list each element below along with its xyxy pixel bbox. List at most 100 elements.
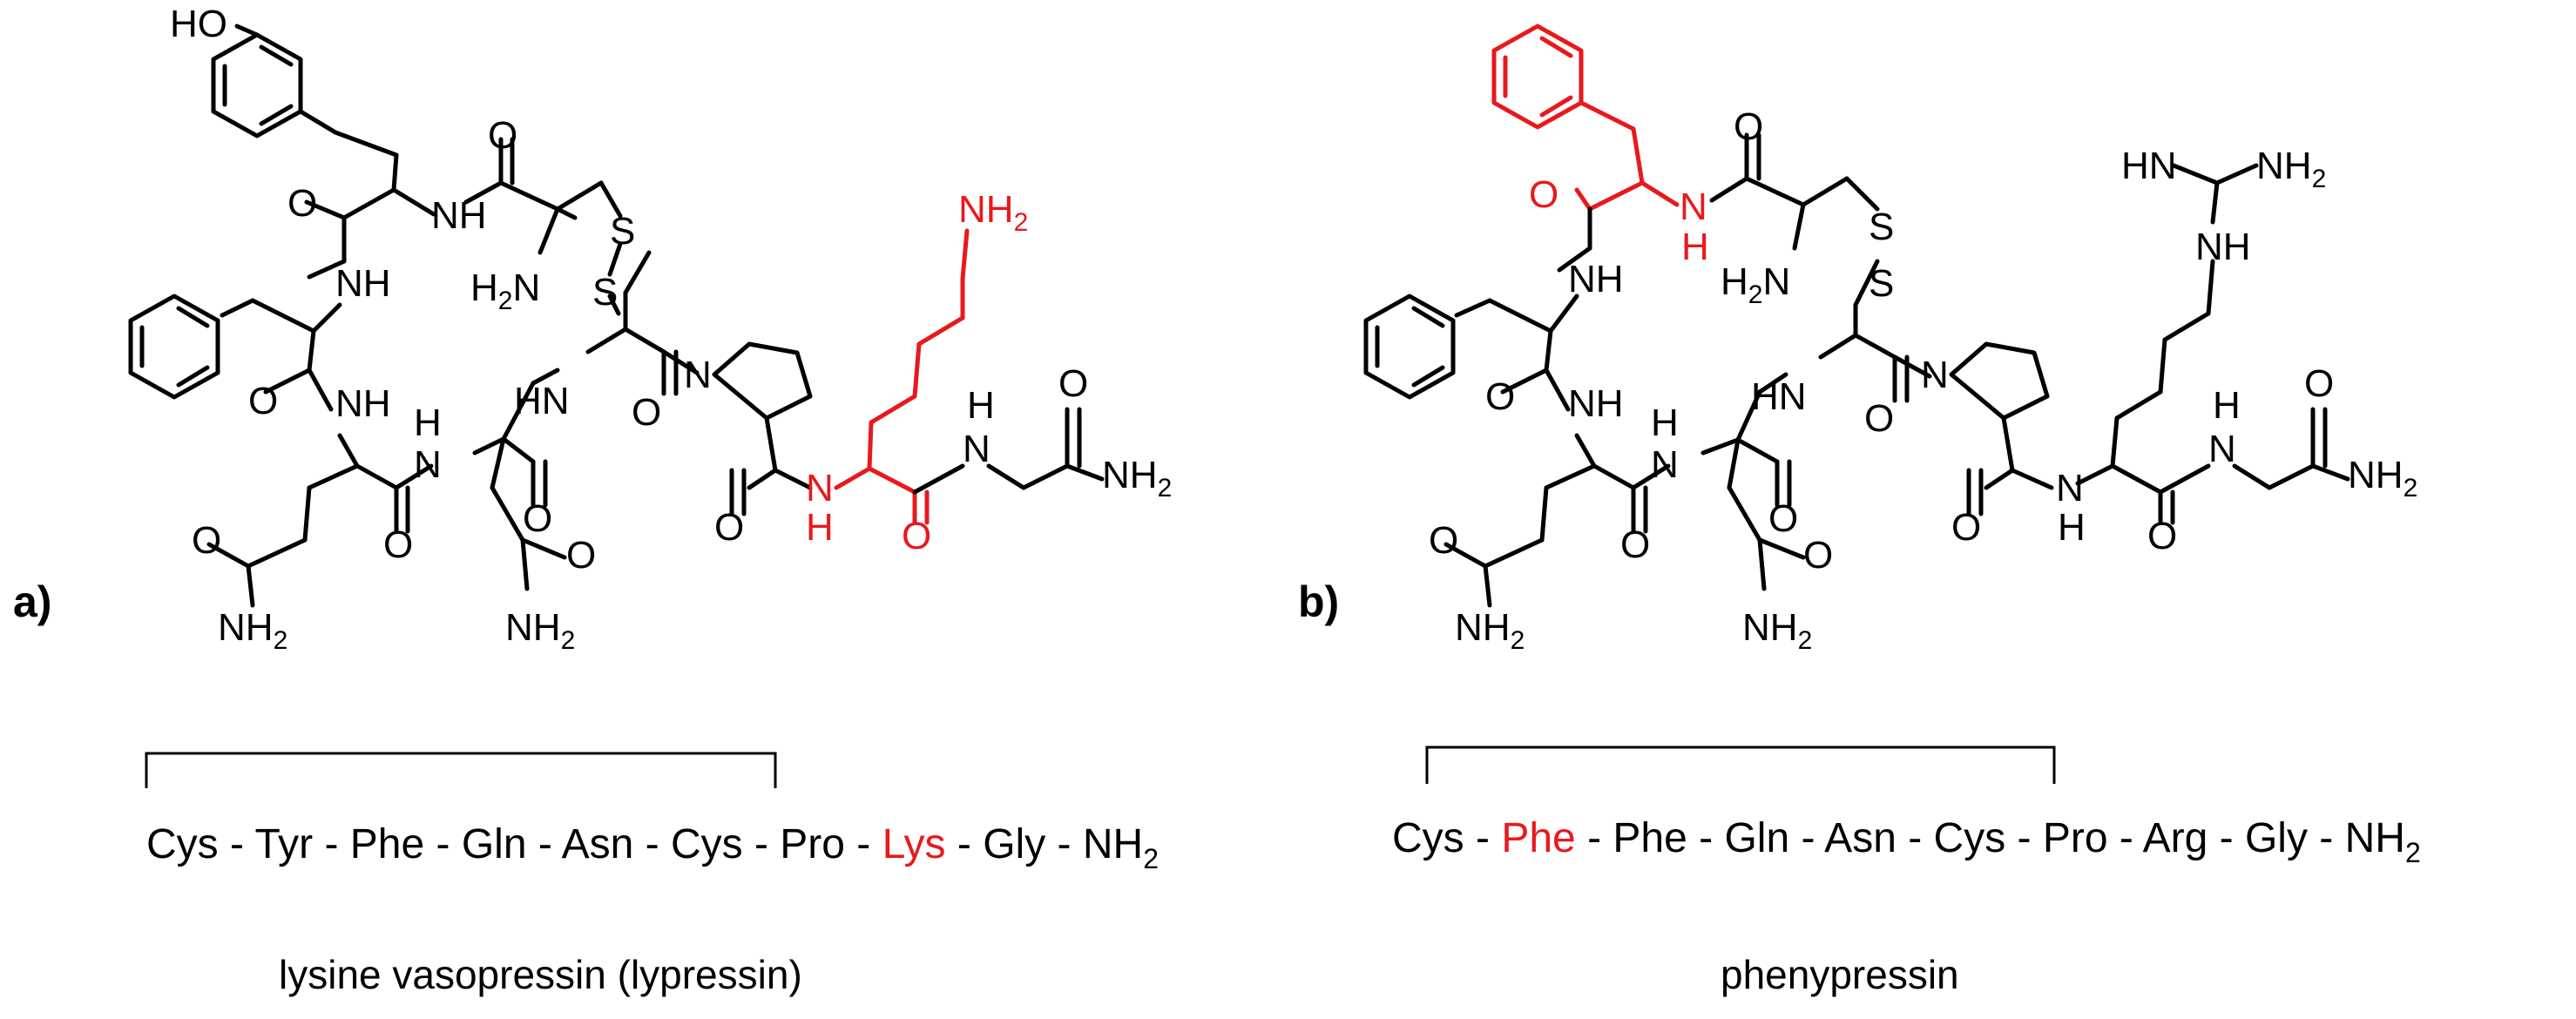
tyr-ring bbox=[211, 32, 303, 138]
residue-phe: Phe bbox=[1501, 815, 1575, 861]
atom-asn-nh2: NH2 bbox=[505, 606, 575, 655]
residue-gln: Gln bbox=[1724, 815, 1789, 861]
atom-o: O bbox=[488, 114, 517, 157]
proline-ring-b bbox=[1949, 341, 2050, 421]
atom-gly-nh2: NH2 bbox=[2348, 454, 2417, 503]
residue-pro: Pro bbox=[2043, 815, 2108, 861]
atom-nh: NH bbox=[431, 194, 487, 237]
disulfide-bracket-a bbox=[145, 752, 777, 788]
phe-ring-b bbox=[1363, 294, 1456, 400]
atom-lys-o: O bbox=[902, 515, 931, 557]
atom-h-red: H bbox=[1681, 226, 1709, 268]
sequence-separator: - bbox=[845, 821, 882, 867]
peptide-name-b: phenypressin bbox=[1721, 952, 1959, 997]
atom-o: O bbox=[1734, 105, 1763, 148]
panel-a: a) bbox=[13, 3, 1172, 997]
phe-ring bbox=[128, 294, 220, 400]
sequence-separator: - bbox=[1045, 821, 1083, 867]
atom-guanidine-nh2: NH2 bbox=[2256, 145, 2326, 193]
atom-hn: HN bbox=[514, 380, 570, 422]
atom-gln-o: O bbox=[1429, 519, 1458, 562]
phe-ring-red bbox=[1491, 24, 1584, 130]
disulfide-bracket-b bbox=[1425, 746, 2056, 784]
sequence-a: Cys - Tyr - Phe - Gln - Asn - Cys - Pro … bbox=[146, 821, 1159, 874]
atom-n: N bbox=[684, 354, 712, 396]
sequence-separator: - bbox=[743, 821, 781, 867]
sequence-separator: - bbox=[2108, 815, 2143, 861]
atom-gly-h: H bbox=[2213, 384, 2241, 427]
sequence-separator: - bbox=[1464, 815, 1502, 861]
peptide-name-a: lysine vasopressin (lypressin) bbox=[279, 952, 802, 997]
sequence-b: Cys - Phe - Phe - Gln - Asn - Cys - Pro … bbox=[1392, 815, 2421, 868]
atom-guanidine-hn: HN bbox=[2121, 145, 2177, 187]
panel-b-label: b) bbox=[1298, 577, 1339, 626]
atom-gly-h: H bbox=[967, 384, 995, 427]
atom-o: O bbox=[287, 182, 317, 225]
atom-o-red: O bbox=[1529, 173, 1558, 216]
panel-a-structure: HO O NH O S S H2N NH O NH N HN H N O O O… bbox=[128, 3, 1172, 655]
sequence-separator: - bbox=[1576, 815, 1613, 861]
sequence-separator: - bbox=[1897, 815, 1934, 861]
atom-gly-o: O bbox=[2304, 362, 2334, 405]
sequence-separator: - bbox=[219, 821, 255, 867]
residue-gly: Gly bbox=[983, 821, 1045, 867]
residue-cys: Cys bbox=[146, 821, 219, 867]
panel-b-structure: O N H O S S H2N NH O NH N HN H N O O O O… bbox=[1363, 24, 2417, 655]
atom-nh: NH bbox=[335, 382, 391, 425]
atom-lys-n: N bbox=[806, 467, 834, 510]
atom-guanidine-nh: NH bbox=[2195, 226, 2251, 268]
atom-h: H bbox=[414, 402, 442, 444]
atom-lys-nh2: NH2 bbox=[958, 188, 1028, 237]
residue-pro: Pro bbox=[780, 821, 845, 867]
residue-phe: Phe bbox=[350, 821, 424, 867]
atom-gln-o: O bbox=[192, 519, 221, 562]
sequence-separator: - bbox=[946, 821, 984, 867]
sequence-separator: - bbox=[313, 821, 350, 867]
sequence-separator: - bbox=[633, 821, 671, 867]
atom-o: O bbox=[523, 497, 552, 540]
atom-s: S bbox=[610, 210, 635, 253]
atom-ho: HO bbox=[170, 3, 227, 45]
atom-o: O bbox=[383, 523, 413, 566]
atom-arg-h: H bbox=[2058, 506, 2086, 549]
atom-o: O bbox=[1951, 506, 1981, 549]
residue-asn: Asn bbox=[1824, 815, 1897, 861]
atom-o: O bbox=[1864, 397, 1894, 440]
residue-cys: Cys bbox=[1392, 815, 1464, 861]
atom-o: O bbox=[1768, 497, 1798, 540]
sequence-separator: - bbox=[2308, 815, 2345, 861]
residue-cys: Cys bbox=[671, 821, 743, 867]
atom-asn-o: O bbox=[1803, 534, 1833, 577]
atom-gly-nh2: NH2 bbox=[1102, 454, 1172, 503]
atom-gln-nh2: NH2 bbox=[218, 606, 287, 655]
atom-arg-o: O bbox=[2147, 515, 2177, 557]
atom-s: S bbox=[1869, 262, 1894, 305]
atom-o: O bbox=[1485, 375, 1515, 418]
atom-n: N bbox=[1651, 443, 1679, 486]
c-terminal-amide: NH bbox=[1083, 821, 1143, 867]
sequence-separator: - bbox=[2208, 815, 2245, 861]
c-terminal-subscript: 2 bbox=[1143, 843, 1159, 874]
atom-gln-nh2: NH2 bbox=[1455, 606, 1525, 655]
residue-asn: Asn bbox=[562, 821, 634, 867]
residue-arg: Arg bbox=[2143, 815, 2208, 861]
atom-s: S bbox=[592, 271, 618, 314]
atom-o: O bbox=[632, 391, 661, 434]
c-terminal-amide: NH bbox=[2345, 815, 2405, 861]
atom-gly-n: N bbox=[2208, 428, 2236, 470]
residue-cys: Cys bbox=[1934, 815, 2006, 861]
residue-tyr: Tyr bbox=[254, 821, 313, 867]
atom-h2n: H2N bbox=[1721, 260, 1790, 309]
sequence-separator: - bbox=[1687, 815, 1725, 861]
sequence-separator: - bbox=[2005, 815, 2043, 861]
atom-gly-n: N bbox=[963, 428, 991, 470]
atom-n-red: N bbox=[1680, 186, 1707, 228]
proline-ring bbox=[712, 341, 813, 421]
atom-hn: HN bbox=[1751, 375, 1807, 418]
residue-gln: Gln bbox=[462, 821, 527, 867]
atom-nh: NH bbox=[335, 262, 391, 305]
c-terminal-subscript: 2 bbox=[2405, 837, 2421, 868]
atom-s: S bbox=[1869, 206, 1894, 248]
atom-h2n: H2N bbox=[470, 267, 540, 315]
atom-lys-h: H bbox=[806, 506, 834, 549]
